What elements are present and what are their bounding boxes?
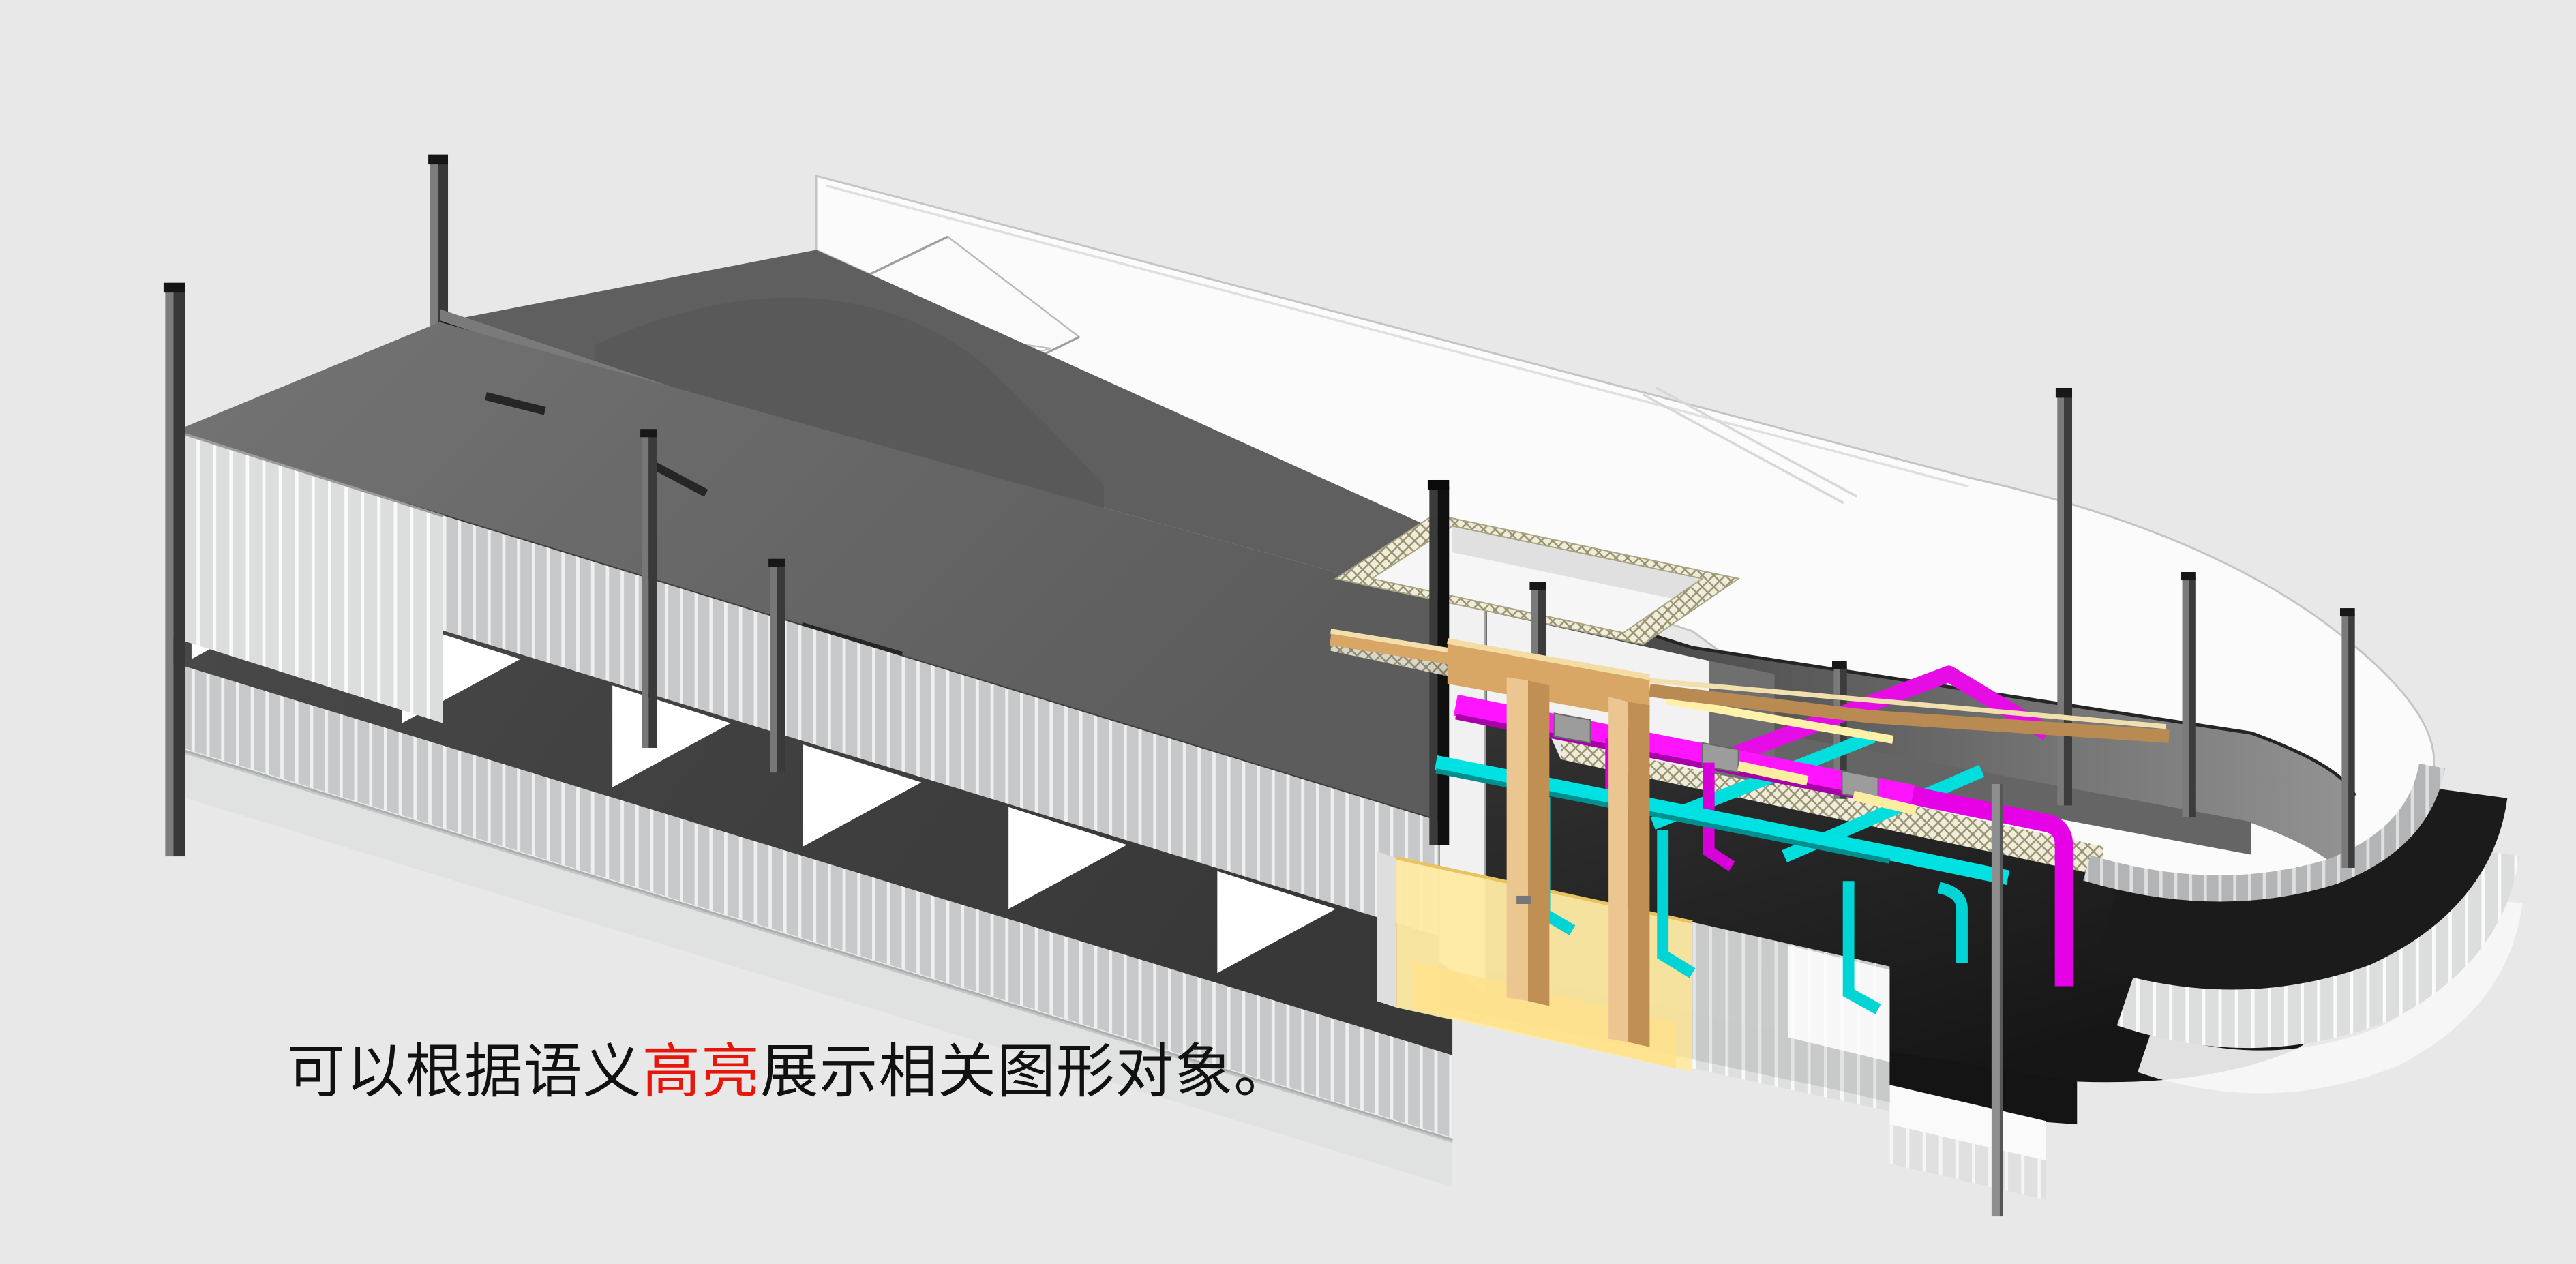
duct-magenta-drop[interactable] [1703,762,1735,871]
lower-wall-opening [1787,945,1890,1062]
tray-yellow[interactable] [1852,790,1917,815]
curved-wall-cut-edge [1991,784,2002,1217]
caption-suffix: 展示相关图形对象。 [760,1040,1293,1104]
pipe-cyan-drop[interactable] [1842,881,1881,1014]
facade-upper-panel-band[interactable] [171,432,1453,941]
caption-highlight: 高亮 [642,1040,760,1104]
lower-panels [1889,1124,2046,1200]
cut-panel [1377,851,1397,1008]
duct-orange-portal[interactable] [1447,638,1651,1047]
floor-fixture[interactable] [1516,895,1531,905]
curved-end-bands[interactable] [2083,763,2523,1094]
roof-far-edge-line [826,184,1969,488]
pipe-cyan-drop[interactable] [1657,830,1696,978]
upper-deck[interactable] [171,322,1453,826]
duct-orange-top-edge [1330,629,1453,654]
curved-dark-band[interactable] [2093,785,2508,990]
caption-prefix: 可以根据语义 [287,1040,642,1104]
curved-wall-cut-edge-shadow [1999,784,2003,1217]
column [2181,572,2196,817]
column [2339,608,2355,868]
curved-upper-panels[interactable] [2083,763,2445,902]
pipe-cyan-drop[interactable] [1937,882,1968,963]
duct-orange-top-edge [1649,678,2166,729]
tray-yellow[interactable] [1737,761,1809,786]
curved-lower-panels[interactable] [2116,846,2519,1048]
caption-text: 可以根据语义高亮展示相关图形对象。 [287,1040,1293,1104]
roof-step-line [1642,387,1858,505]
pipe-cyan-main[interactable] [1434,755,2010,886]
column [768,558,785,773]
tray-yellow[interactable] [1665,696,1894,744]
column [2055,387,2073,806]
column [640,429,657,748]
column [163,282,185,857]
low-wall[interactable] [485,392,546,415]
low-wall[interactable] [651,461,708,497]
lower-slab-edge [1889,1085,2046,1161]
curved-white-slab-edge [2138,897,2523,1094]
mep-systems[interactable] [1329,629,2170,1047]
duct-fitting[interactable] [1553,712,1591,744]
facade-lower-panel-band[interactable] [171,662,1453,1187]
duct-orange-run[interactable] [1649,684,2170,743]
duct-magenta-drop[interactable] [1911,786,2073,987]
duct-orange-run[interactable] [1329,630,1454,665]
